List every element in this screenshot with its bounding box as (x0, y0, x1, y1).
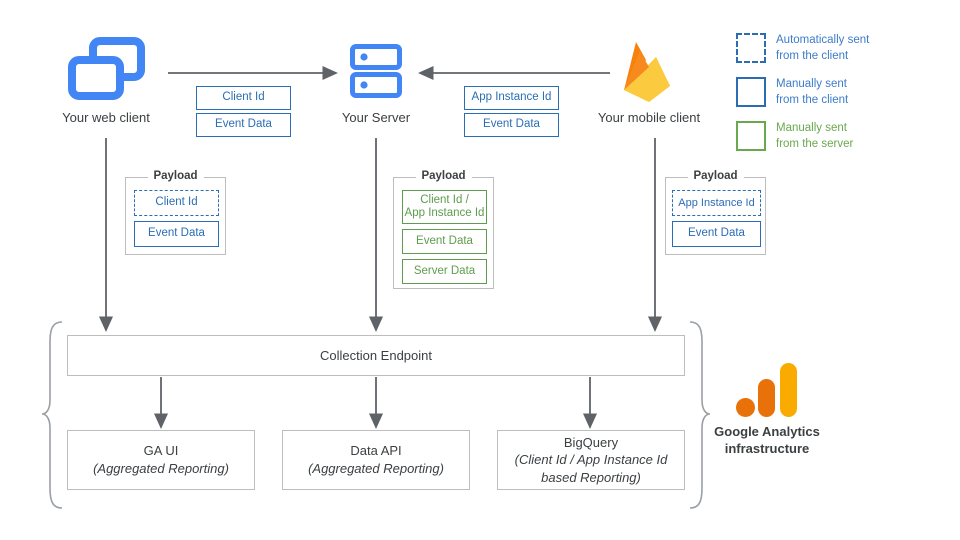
transit-chip-event-data-mobile: Event Data (464, 113, 559, 137)
payload-web-item-client-id: Client Id (134, 190, 219, 216)
legend-swatch-solid-blue-icon (736, 77, 766, 108)
payload-server: Payload Client Id / App Instance Id Even… (393, 170, 494, 289)
output-ga-ui-subtitle: (Aggregated Reporting) (93, 461, 229, 476)
output-box-data-api: Data API (Aggregated Reporting) (282, 430, 470, 490)
payload-server-item-server-data: Server Data (402, 259, 487, 284)
google-analytics-caption: Google Analytics infrastructure (687, 424, 847, 458)
output-bigquery-subtitle: (Client Id / App Instance Id based Repor… (514, 452, 668, 485)
payload-mobile-title: Payload (687, 170, 744, 182)
payload-server-item-event-data: Event Data (402, 229, 487, 254)
server-label: Your Server (341, 110, 411, 125)
server-icon (350, 44, 402, 98)
legend-manual-server-line2: from the server (776, 137, 854, 150)
mobile-client-label: Your mobile client (597, 110, 701, 125)
output-ga-ui-title: GA UI (143, 443, 179, 459)
legend-manual-client-line2: from the client (776, 93, 849, 106)
output-data-api-subtitle: (Aggregated Reporting) (308, 461, 444, 476)
output-bigquery-title: BigQuery (563, 434, 619, 450)
legend-text-manual-client: Manually sent from the client (776, 77, 848, 108)
legend-text-manual-server: Manually sent from the server (776, 121, 853, 152)
legend-text-auto-client: Automatically sent from the client (776, 33, 869, 64)
transit-chip-app-instance-id: App Instance Id (464, 86, 559, 110)
web-client-label: Your web client (62, 110, 150, 125)
legend: Automatically sent from the client Manua… (736, 33, 951, 152)
legend-auto-client-line1: Automatically sent (776, 34, 870, 46)
legend-auto-client-line2: from the client (776, 49, 849, 62)
transit-chip-client-id: Client Id (196, 86, 291, 110)
legend-swatch-dashed-blue-icon (736, 33, 766, 63)
legend-item-manual-server: Manually sent from the server (736, 121, 951, 152)
payload-web-item-event-data: Event Data (134, 221, 219, 247)
web-client-icon (66, 37, 146, 100)
output-data-api-title: Data API (350, 443, 402, 459)
transit-chip-event-data: Event Data (196, 113, 291, 137)
legend-item-manual-client: Manually sent from the client (736, 77, 951, 108)
collection-endpoint-box: Collection Endpoint (67, 335, 685, 376)
output-box-ga-ui: GA UI (Aggregated Reporting) (67, 430, 255, 490)
infrastructure-bracket-right (689, 321, 711, 509)
output-box-bigquery: BigQuery (Client Id / App Instance Id ba… (497, 430, 685, 490)
legend-swatch-solid-green-icon (736, 121, 766, 152)
payload-web-title: Payload (147, 170, 204, 182)
infrastructure-bracket-left (41, 321, 63, 509)
collection-endpoint-label: Collection Endpoint (319, 347, 433, 363)
payload-mobile-item-app-instance-id: App Instance Id (672, 190, 761, 216)
legend-item-auto-client: Automatically sent from the client (736, 33, 951, 64)
payload-web: Payload Client Id Event Data (125, 170, 226, 255)
firebase-icon (618, 36, 680, 104)
payload-server-title: Payload (415, 170, 472, 182)
google-analytics-logo-icon (736, 363, 798, 417)
ga-caption-line2: infrastructure (724, 440, 810, 456)
legend-manual-server-line1: Manually sent (776, 122, 847, 135)
ga-caption-line1: Google Analytics (714, 424, 820, 439)
payload-mobile: Payload App Instance Id Event Data (665, 170, 766, 255)
legend-manual-client-line1: Manually sent (776, 78, 847, 91)
payload-server-item-ids: Client Id / App Instance Id (402, 190, 487, 224)
payload-mobile-item-event-data: Event Data (672, 221, 761, 247)
